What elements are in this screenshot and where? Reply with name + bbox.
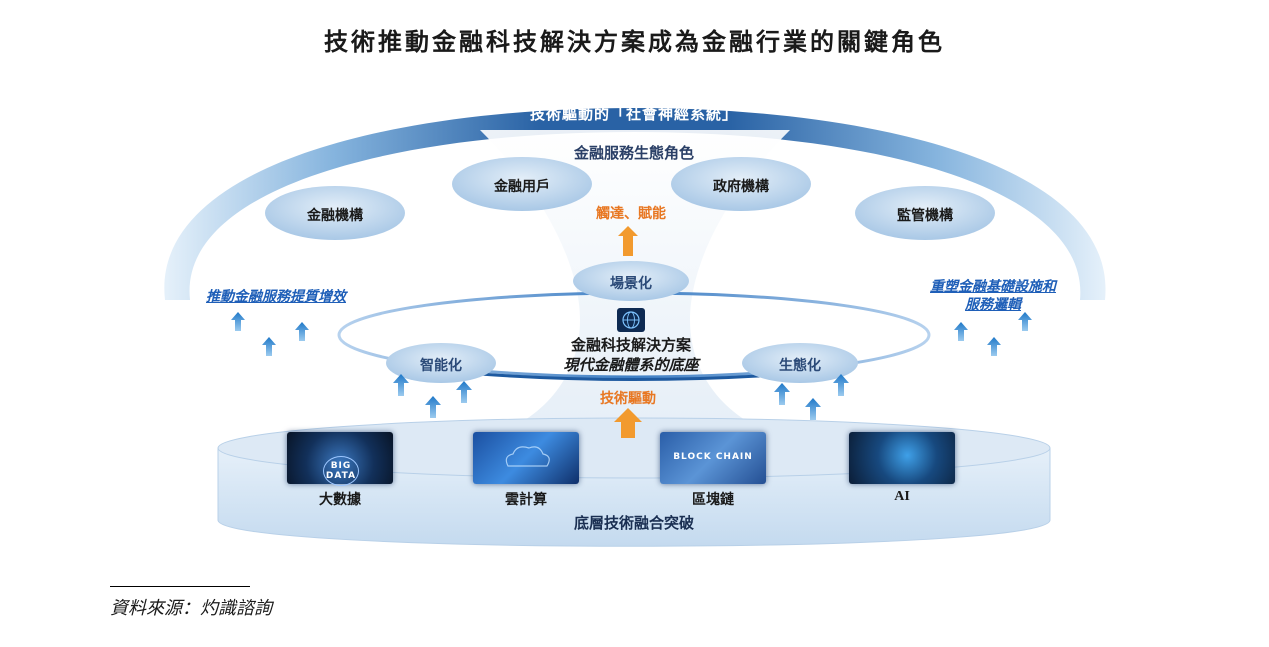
cloud-computing-image bbox=[473, 432, 579, 484]
blue-arrows-left-bottom bbox=[393, 374, 472, 418]
blue-arrows-left-top bbox=[231, 312, 309, 356]
tech-label-cloud: 雲計算 bbox=[505, 492, 547, 508]
cloud-icon bbox=[505, 446, 550, 467]
role-ellipse-government bbox=[671, 157, 811, 211]
source-divider bbox=[110, 586, 250, 587]
arc-banner-label: 技術驅動的「社會神經系統」 bbox=[529, 105, 739, 123]
orange-up-arrow-top bbox=[618, 226, 638, 256]
right-effect-text-line1: 重塑金融基礎設施和 bbox=[930, 279, 1056, 295]
node-ecosystem: 生態化 bbox=[779, 358, 821, 374]
node-scenario: 場景化 bbox=[610, 276, 652, 292]
ai-image bbox=[849, 432, 955, 484]
reach-empower-label: 觸達、賦能 bbox=[596, 206, 666, 222]
tech-drive-label: 技術驅動 bbox=[600, 391, 656, 407]
node-ellipse-ecosystem bbox=[742, 343, 858, 383]
node-intelligent: 智能化 bbox=[420, 358, 462, 374]
role-ellipse-financial-users bbox=[452, 157, 592, 211]
role-ellipse-financial-institutions bbox=[265, 186, 405, 240]
tech-label-big-data: 大數據 bbox=[319, 492, 361, 508]
role-ellipse-regulators bbox=[855, 186, 995, 240]
blockchain-tile-text: BLOCK CHAIN bbox=[673, 452, 753, 462]
blue-arrows-right-top bbox=[954, 312, 1032, 356]
role-financial-institutions: 金融機構 bbox=[307, 208, 363, 224]
right-effect-text-line2: 服務邏輯 bbox=[965, 297, 1021, 313]
tech-label-blockchain: 區塊鏈 bbox=[692, 492, 734, 508]
role-regulators: 監管機構 bbox=[897, 208, 953, 224]
node-ellipse-scenario bbox=[573, 261, 689, 301]
blue-arrows-right-bottom bbox=[774, 374, 849, 420]
role-government: 政府機構 bbox=[713, 179, 769, 195]
blockchain-image: BLOCK CHAIN bbox=[660, 432, 766, 484]
source-note: 資料來源：灼識諮詢 bbox=[110, 598, 272, 619]
node-ellipse-intelligent bbox=[386, 343, 496, 383]
solution-globe-icon bbox=[617, 308, 645, 332]
ecosystem-heading: 金融服務生態角色 bbox=[573, 144, 695, 162]
tech-label-ai: AI bbox=[894, 489, 910, 504]
solution-title: 金融科技解決方案 bbox=[570, 336, 692, 354]
middle-ring-front bbox=[479, 372, 791, 381]
left-effect-text: 推動金融服務提質增效 bbox=[206, 289, 346, 305]
page-title: 技術推動金融科技解決方案成為金融行業的關鍵角色 bbox=[324, 28, 945, 56]
solution-subtitle: 現代金融體系的底座 bbox=[563, 356, 699, 374]
role-financial-users: 金融用戶 bbox=[494, 179, 550, 195]
big-data-image: BIG DATA bbox=[287, 432, 393, 486]
big-data-tile-text: BIG DATA bbox=[323, 456, 359, 486]
orange-up-arrow-bottom bbox=[614, 408, 642, 438]
base-label: 底層技術融合突破 bbox=[573, 514, 695, 532]
